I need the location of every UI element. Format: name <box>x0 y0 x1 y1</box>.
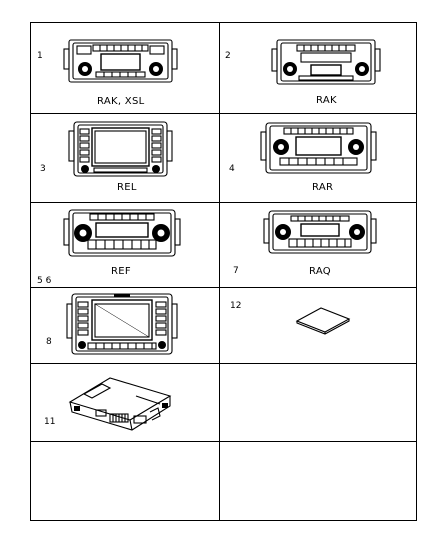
radio-label-rak: RAK <box>316 95 337 106</box>
radio-ref-drawing <box>63 209 181 257</box>
radio-rar-drawing <box>260 122 377 174</box>
callout-number-8: 8 <box>46 337 52 347</box>
grid-divider-vertical <box>219 22 220 521</box>
card-module-drawing <box>295 307 351 335</box>
callout-number-5-6: 5 6 <box>37 276 52 286</box>
radio-raq-drawing <box>263 210 377 254</box>
callout-number-7: 7 <box>233 266 239 276</box>
radio-rak-drawing <box>271 39 381 85</box>
grid-divider-row-3 <box>30 287 417 288</box>
radio-label-rak-xsl: RAK, XSL <box>97 96 145 107</box>
callout-number-3: 3 <box>40 164 46 174</box>
radio-label-raq: RAQ <box>309 266 331 277</box>
radio-label-rar: RAR <box>312 182 334 193</box>
grid-divider-row-1 <box>30 113 417 114</box>
radio-label-rel: REL <box>117 182 137 193</box>
control-module-drawing <box>68 377 172 431</box>
grid-divider-row-5 <box>30 441 417 442</box>
radio-nav-unit-drawing <box>66 293 178 355</box>
callout-number-2: 2 <box>225 51 231 61</box>
radio-rel-drawing <box>68 121 173 177</box>
grid-divider-row-2 <box>30 202 417 203</box>
parts-diagram-sheet <box>30 22 417 521</box>
callout-number-1: 1 <box>37 51 43 61</box>
radio-label-ref: REF <box>111 266 131 277</box>
callout-number-4: 4 <box>229 164 235 174</box>
callout-number-11: 11 <box>44 417 56 427</box>
callout-number-12: 12 <box>230 301 242 311</box>
grid-divider-row-4 <box>30 363 417 364</box>
radio-rak-xsl-drawing <box>63 39 178 83</box>
